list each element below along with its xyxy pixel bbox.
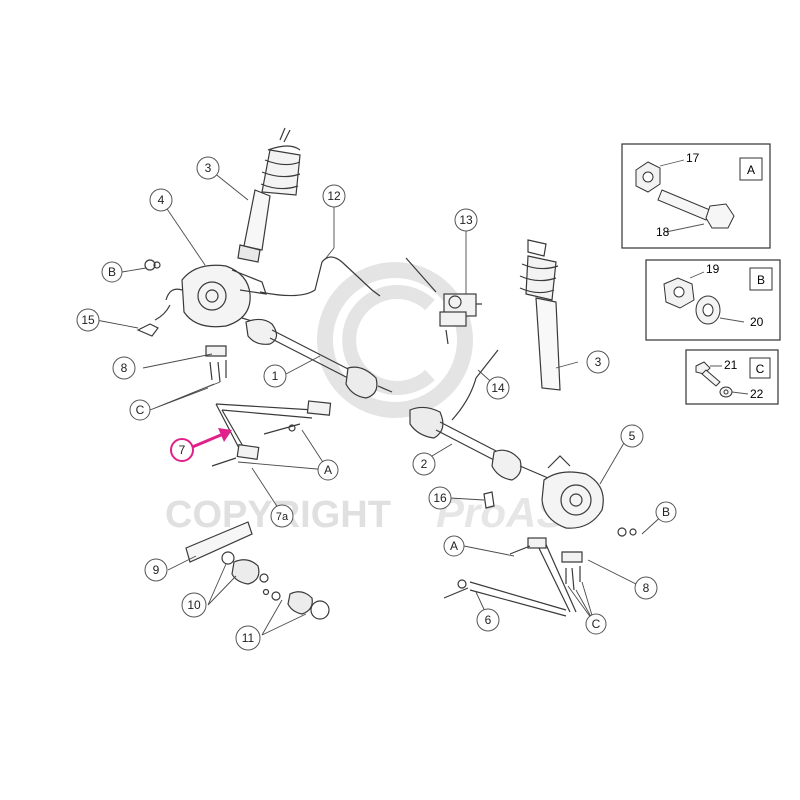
svg-text:6: 6 — [485, 613, 492, 627]
callout-B-right[interactable]: B — [655, 501, 677, 523]
inset-A-label-17: 17 — [686, 151, 700, 165]
svg-text:15: 15 — [81, 313, 95, 327]
callout-7[interactable]: 7 — [170, 438, 194, 462]
svg-text:5: 5 — [629, 429, 636, 443]
callout-12[interactable]: 12 — [322, 184, 346, 208]
washer-20-icon — [695, 295, 721, 325]
parts-drawings — [136, 127, 637, 620]
strut-left — [237, 127, 301, 263]
callout-9[interactable]: 9 — [144, 558, 168, 582]
inset-B-tag-box — [749, 267, 773, 291]
callout-4[interactable]: 4 — [149, 188, 173, 212]
svg-text:A: A — [324, 463, 332, 477]
inset-B-label-19: 19 — [706, 262, 720, 276]
part-7-highlight-arrow — [189, 428, 232, 450]
knuckle-right — [541, 455, 637, 537]
svg-text:C: C — [136, 403, 145, 417]
callout-8-right[interactable]: 8 — [634, 576, 658, 600]
inset-C-tag-box — [749, 357, 771, 379]
callout-C-left[interactable]: C — [129, 399, 151, 421]
shim-plate — [185, 521, 253, 563]
svg-text:2: 2 — [421, 457, 428, 471]
callout-7a[interactable]: 7a — [270, 504, 294, 528]
callout-1[interactable]: 1 — [263, 364, 287, 388]
bracket-right — [561, 551, 583, 591]
driveshaft-left — [241, 317, 393, 399]
svg-text:3: 3 — [595, 355, 602, 369]
svg-text:12: 12 — [327, 189, 341, 203]
svg-text:B: B — [662, 505, 670, 519]
callout-11[interactable]: 11 — [235, 625, 261, 651]
brake-pipe-right — [451, 349, 499, 421]
svg-text:1: 1 — [272, 369, 279, 383]
callout-16[interactable]: 16 — [428, 486, 452, 510]
callout-B-left[interactable]: B — [101, 261, 123, 283]
svg-text:A: A — [450, 539, 458, 553]
inset-B: B 19 20 — [645, 259, 781, 341]
bolt-21-icon — [695, 361, 721, 387]
inset-C-label-22: 22 — [750, 387, 764, 401]
lower-arm-right — [443, 537, 577, 617]
boot-kit-10 — [221, 551, 269, 585]
callout-A-left[interactable]: A — [317, 459, 339, 481]
inset-A-tag: A — [747, 163, 755, 177]
svg-text:3: 3 — [205, 161, 212, 175]
callout-A-right[interactable]: A — [443, 535, 465, 557]
svg-text:14: 14 — [491, 381, 505, 395]
svg-text:C: C — [592, 617, 601, 631]
svg-text:13: 13 — [459, 213, 473, 227]
callout-8-left[interactable]: 8 — [112, 356, 136, 380]
inset-C-label-21: 21 — [724, 358, 738, 372]
svg-text:7a: 7a — [276, 511, 289, 523]
callout-15[interactable]: 15 — [76, 308, 100, 332]
watermark-copyright-circle — [317, 262, 473, 418]
lower-arm-left — [211, 400, 332, 467]
svg-text:4: 4 — [158, 193, 165, 207]
svg-text:11: 11 — [242, 631, 255, 645]
boot-kit-11 — [262, 588, 330, 620]
bracket-left — [205, 345, 227, 383]
knuckle-left — [144, 259, 267, 328]
inset-C-tag: C — [756, 362, 765, 376]
svg-text:8: 8 — [121, 361, 128, 375]
svg-text:10: 10 — [187, 598, 201, 612]
inset-B-tag: B — [757, 273, 765, 287]
nut-17-icon — [635, 161, 661, 193]
brake-pipe-left — [259, 256, 381, 297]
svg-text:8: 8 — [643, 581, 650, 595]
watermark: COPYRIGHT ProASP — [165, 262, 593, 536]
callout-C-right[interactable]: C — [585, 613, 607, 635]
inset-A-label-18: 18 — [656, 225, 670, 239]
callout-13[interactable]: 13 — [454, 208, 478, 232]
svg-text:9: 9 — [153, 563, 160, 577]
strut-right — [519, 239, 561, 391]
abs-sensor-left — [136, 304, 171, 337]
callout-2[interactable]: 2 — [412, 452, 436, 476]
inset-B-label-20: 20 — [750, 315, 764, 329]
callout-14[interactable]: 14 — [486, 376, 510, 400]
inset-A-tag-box — [739, 157, 763, 181]
callouts: 3 4 12 13 B 15 8 1 — [76, 156, 677, 651]
nut-19-icon — [663, 277, 695, 309]
callout-10[interactable]: 10 — [181, 592, 207, 618]
callout-3-right[interactable]: 3 — [586, 350, 610, 374]
svg-text:16: 16 — [433, 491, 447, 505]
callout-3-left[interactable]: 3 — [196, 156, 220, 180]
bolt-16 — [483, 491, 495, 509]
callout-6[interactable]: 6 — [476, 608, 500, 632]
washer-22-icon — [719, 386, 733, 398]
svg-text:B: B — [108, 265, 116, 279]
bolt-18-icon — [657, 189, 735, 229]
driveshaft-right — [409, 406, 549, 481]
inset-A: A 17 18 — [621, 143, 771, 249]
brake-valve — [405, 257, 482, 345]
svg-text:7: 7 — [179, 443, 186, 457]
callout-5[interactable]: 5 — [620, 424, 644, 448]
inset-C: C 21 22 — [685, 349, 779, 405]
